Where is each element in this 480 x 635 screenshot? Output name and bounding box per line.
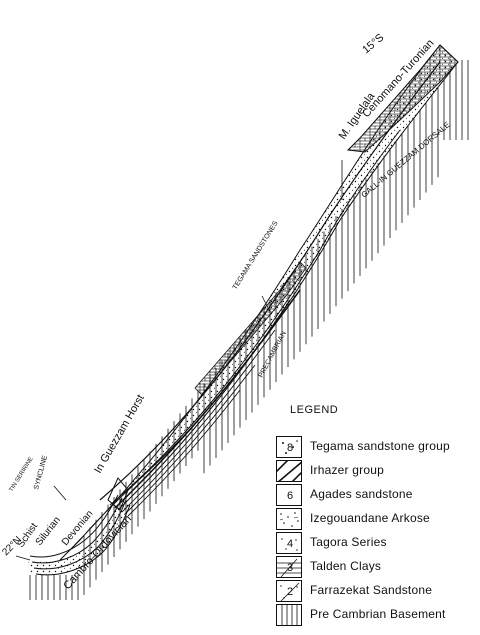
cenomano-turonian-blocks [346,44,459,153]
legend-swatch-tagora: 4 [276,532,302,554]
legend-label: Farrazekat Sandstone [310,583,433,597]
legend-swatch-basement [276,604,302,626]
legend-title: LEGEND [290,404,339,416]
legend-swatch-agades: 6 [276,484,302,506]
legend-swatch-number: 3 [286,562,294,574]
in-guezzam-horst [107,477,129,511]
legend-label: Irhazer group [310,463,384,477]
label-in-guezzam-horst: In Guezzam Horst [92,393,147,476]
syncline-dots [28,496,130,575]
legend-label: Talden Clays [310,559,382,573]
label-silurian: Silurian [34,515,63,548]
label-schist: Schist [15,521,40,550]
legend-swatch-tegama: 8 [276,436,302,458]
label-lat-south: 15°S [360,32,386,57]
legend-label: Izegouandane Arkose [310,511,430,525]
legend-swatch-number: 6 [286,490,294,502]
legend-item-agades: 6 Agades sandstone [276,484,476,506]
legend-item-arkose: Izegouandane Arkose [276,508,476,530]
legend-swatch-number: 8 [286,442,294,454]
legend-swatch-number: 2 [286,586,294,598]
legend-swatch-irhazer [276,460,302,482]
legend-label: Agades sandstone [310,487,413,501]
legend-item-farrazekat: 2 Farrazekat Sandstone [276,580,476,602]
legend-label: Tegama sandstone group [310,439,450,453]
legend-item-tegama: 8 Tegama sandstone group [276,436,476,458]
legend-item-irhazer: Irhazer group [276,460,476,482]
legend-item-tagora: 4 Tagora Series [276,532,476,554]
label-tin-seririne: TIN SERIRINE [9,456,35,493]
legend-item-talden: 3 Talden Clays [276,556,476,578]
label-syncline: SYNCLINE [33,455,49,491]
tegama-blocks [194,261,307,396]
label-tegama-sandstones: TEGAMA SANDSTONES [232,220,280,291]
legend-swatch-farrazekat: 2 [276,580,302,602]
legend-label: Pre Cambrian Basement [310,607,446,621]
legend-label: Tagora Series [310,535,387,549]
legend-swatch-number: 4 [286,538,294,550]
label-leaders [15,160,343,561]
legend-item-basement: Pre Cambrian Basement [276,604,476,626]
legend-swatch-talden: 3 [276,556,302,578]
legend-swatch-arkose [276,508,302,530]
